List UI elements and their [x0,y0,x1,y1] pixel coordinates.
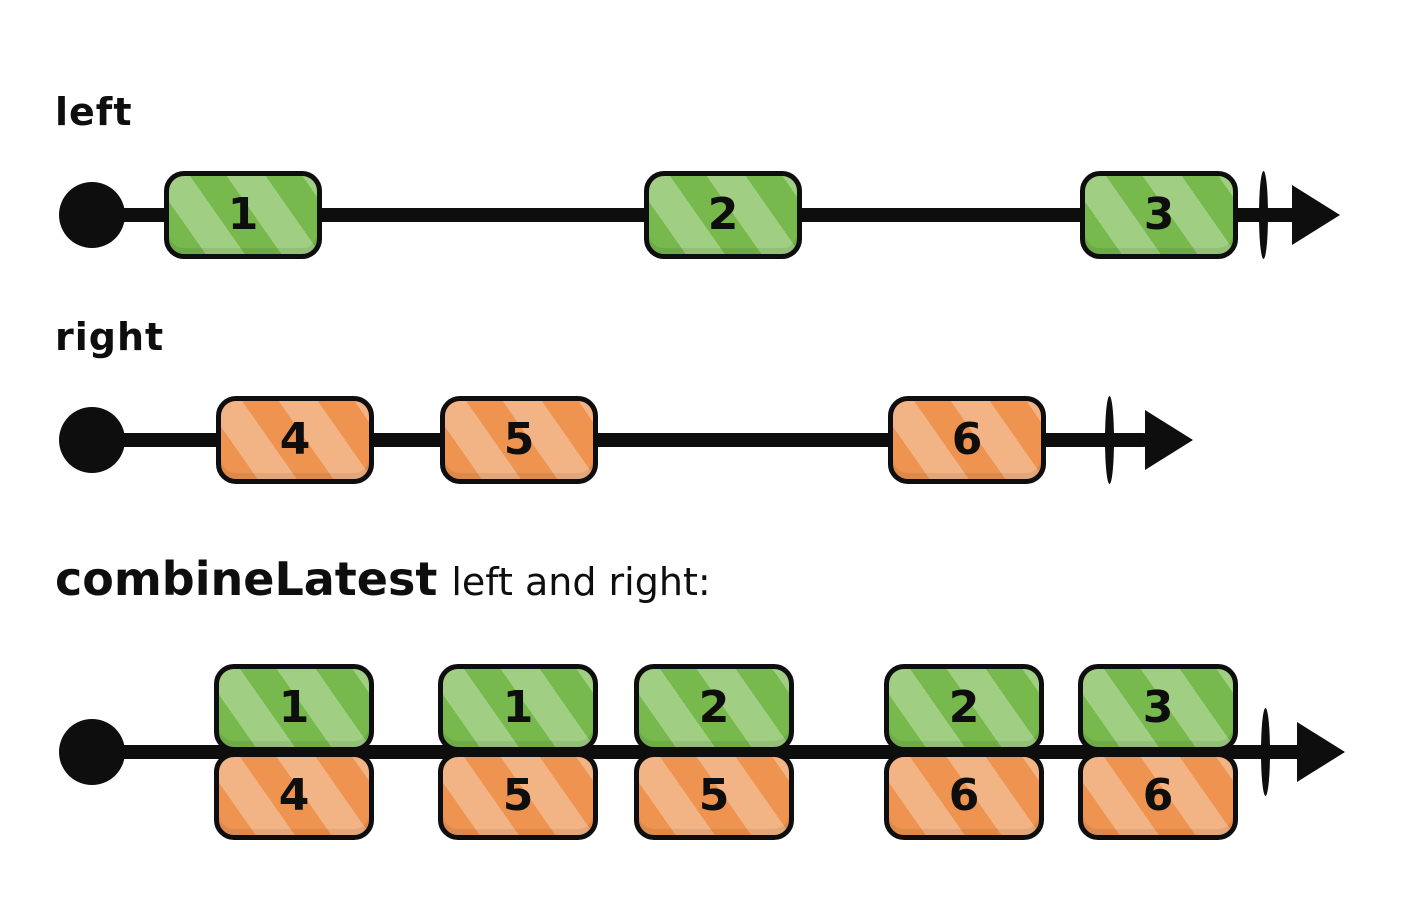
marble-green: 2 [634,664,794,752]
completion-tick [1105,396,1114,484]
marble-green: 1 [438,664,598,752]
marble-orange: 6 [1078,752,1238,840]
completion-tick [1259,171,1268,259]
arrow-head-icon [1292,185,1340,245]
marble-orange: 4 [214,752,374,840]
result-pair: 3 6 [1078,664,1238,840]
marble-value: 2 [707,189,739,240]
marble-green: 2 [884,664,1044,752]
stream-right-origin-dot [59,407,125,473]
marble-value: 3 [1142,682,1174,733]
marble-value: 4 [278,770,310,821]
arrow-head-icon [1145,410,1193,470]
marble-green: 1 [164,171,322,259]
operator-keyword: combineLatest [55,552,438,606]
marble-value: 4 [279,414,311,465]
arrow-head-icon [1297,722,1345,782]
marble-value: 6 [948,770,980,821]
marble-value: 1 [502,682,534,733]
marble-value: 5 [502,770,534,821]
marble-value: 5 [503,414,535,465]
marble-orange: 5 [634,752,794,840]
marble-orange: 6 [888,396,1046,484]
result-pair: 2 5 [634,664,794,840]
stream-left-label: left [55,90,133,134]
result-pair: 1 5 [438,664,598,840]
marble-orange: 5 [440,396,598,484]
completion-tick [1261,708,1270,796]
result-pair: 2 6 [884,664,1044,840]
marble-value: 6 [1142,770,1174,821]
operator-caption: combineLatest left and right: [55,552,711,606]
marble-value: 6 [951,414,983,465]
marble-orange: 4 [216,396,374,484]
marble-green: 3 [1080,171,1238,259]
marble-value: 3 [1143,189,1175,240]
marble-value: 2 [698,682,730,733]
marble-green: 3 [1078,664,1238,752]
result-pair: 1 4 [214,664,374,840]
stream-result-origin-dot [59,719,125,785]
stream-left-origin-dot [59,182,125,248]
marble-orange: 6 [884,752,1044,840]
marble-green: 1 [214,664,374,752]
marble-green: 2 [644,171,802,259]
marble-value: 1 [227,189,259,240]
marble-value: 2 [948,682,980,733]
marble-value: 5 [698,770,730,821]
stream-right-label: right [55,315,165,359]
operator-caption-rest: left and right: [451,560,711,604]
marble-orange: 5 [438,752,598,840]
marble-value: 1 [278,682,310,733]
